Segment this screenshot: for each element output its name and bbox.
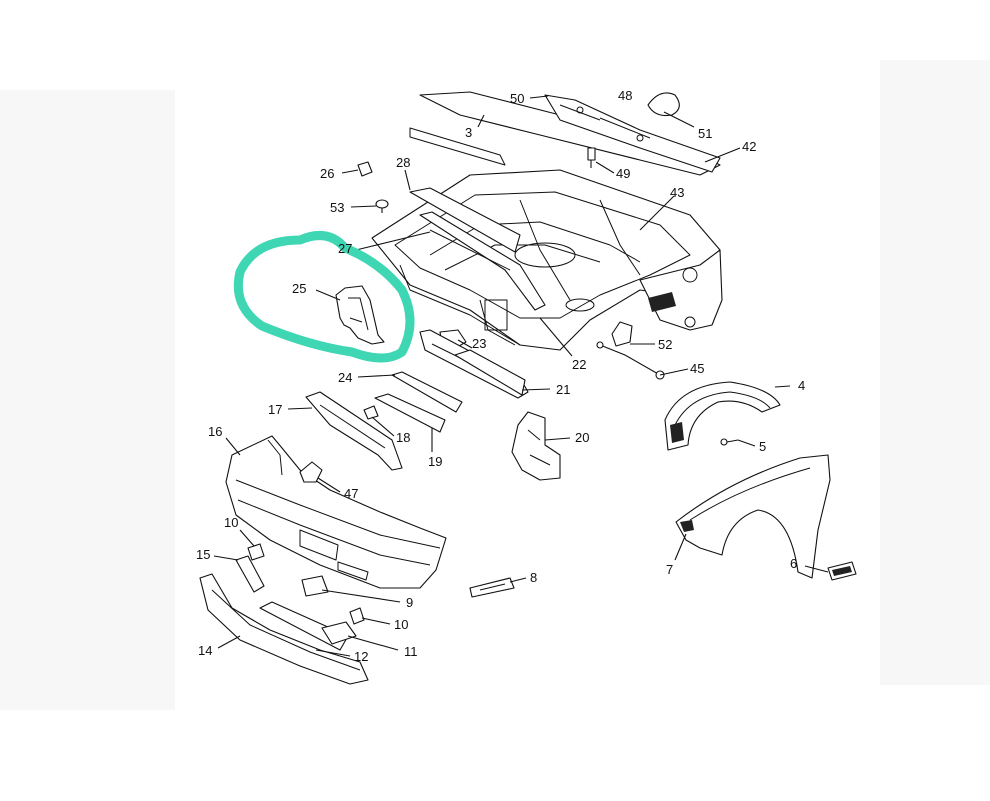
callout-16: 16 — [208, 424, 222, 439]
callout-12: 12 — [354, 649, 368, 664]
callout-27: 27 — [338, 241, 352, 256]
part-28-crossmember — [409, 187, 521, 253]
callout-24: 24 — [338, 370, 352, 385]
callout-51: 51 — [698, 126, 712, 141]
part-14-impact-bar — [199, 573, 369, 685]
callout-8: 8 — [530, 570, 537, 585]
part-20-bracket — [511, 411, 561, 481]
callout-3: 3 — [465, 125, 472, 140]
callout-19: 19 — [428, 454, 442, 469]
callout-49: 49 — [616, 166, 630, 181]
callout-50: 50 — [510, 91, 524, 106]
callout-26: 26 — [320, 166, 334, 181]
callout-52: 52 — [658, 337, 672, 352]
part-10-bracket-lower — [349, 607, 365, 625]
part-47-bracket — [299, 461, 323, 483]
scan-margin-right — [880, 60, 990, 685]
callout-53: 53 — [330, 200, 344, 215]
callout-20: 20 — [575, 430, 589, 445]
part-27-brace — [419, 211, 546, 311]
part-7-fender — [675, 454, 831, 579]
callout-23: 23 — [472, 336, 486, 351]
part-4-wheelhouse-liner — [664, 381, 781, 451]
callout-25: 25 — [292, 281, 306, 296]
part-52-clamp — [611, 321, 633, 347]
cowl-panel — [409, 91, 721, 176]
diagram-page — [175, 60, 880, 710]
part-25-bracket — [335, 285, 385, 345]
scan-margin-left — [0, 90, 175, 710]
callout-45: 45 — [690, 361, 704, 376]
callout-47: 47 — [344, 486, 358, 501]
callout-4: 4 — [798, 378, 805, 393]
part-51-seal — [647, 92, 680, 117]
part-24-support — [391, 371, 463, 413]
leader-lines — [213, 95, 829, 657]
part-11-bracket — [321, 621, 357, 645]
part-15-bracket — [235, 555, 265, 593]
part-45-cable — [599, 344, 661, 376]
part-5-screw — [720, 438, 739, 446]
callout-21: 21 — [556, 382, 570, 397]
callout-6: 6 — [790, 556, 797, 571]
part-26-grommet — [357, 161, 373, 177]
callout-15: 15 — [196, 547, 210, 562]
callout-7: 7 — [666, 562, 673, 577]
callout-10-lower: 10 — [394, 617, 408, 632]
highlight-outline-part-25 — [233, 231, 415, 363]
callout-48: 48 — [618, 88, 632, 103]
part-18-clip — [363, 405, 379, 420]
part-10-bracket-upper — [247, 543, 265, 561]
callout-9: 9 — [406, 595, 413, 610]
callout-28: 28 — [396, 155, 410, 170]
callout-5: 5 — [759, 439, 766, 454]
part-21-rail — [454, 349, 526, 396]
callout-43: 43 — [670, 185, 684, 200]
part-49-sensor — [587, 147, 596, 168]
callout-17: 17 — [268, 402, 282, 417]
part-9-insert — [301, 575, 329, 597]
part-16-bumper-fascia — [225, 435, 447, 589]
callout-18: 18 — [396, 430, 410, 445]
callout-14: 14 — [198, 643, 212, 658]
part-53-plug — [375, 199, 389, 213]
callout-labels: 50 48 51 3 42 49 26 28 53 43 27 25 22 23… — [196, 88, 805, 664]
callout-42: 42 — [742, 139, 756, 154]
part-19-strip — [374, 393, 446, 433]
callout-11: 11 — [404, 644, 418, 659]
callout-10-upper: 10 — [224, 515, 238, 530]
callout-22: 22 — [572, 357, 586, 372]
